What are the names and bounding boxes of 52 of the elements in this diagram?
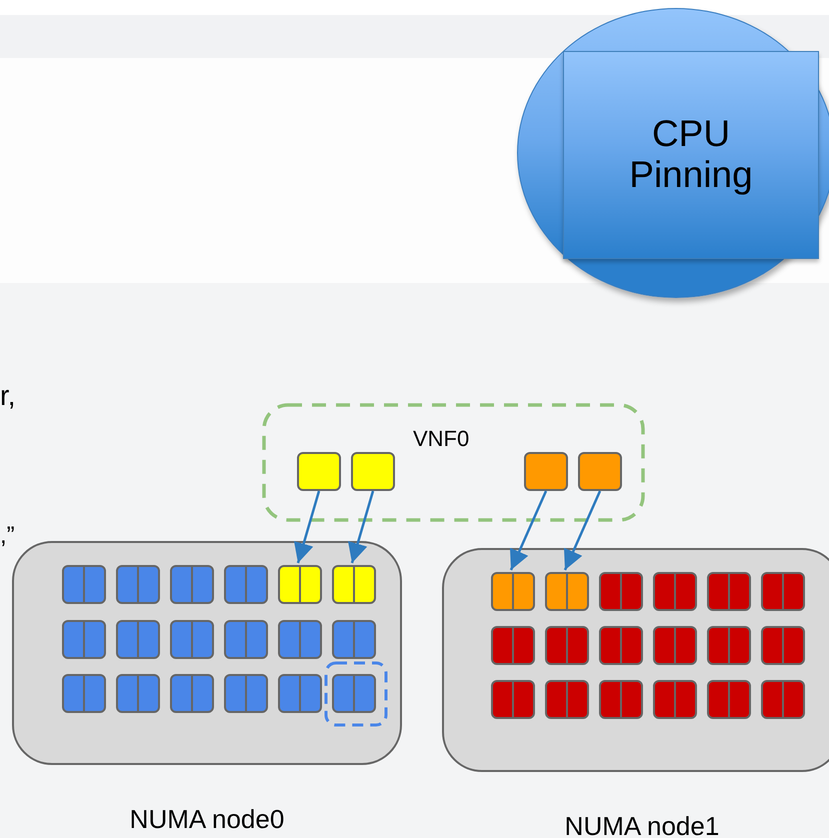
group-label: VNF0 <box>413 426 470 452</box>
cpu-core <box>653 626 697 665</box>
cpu-core <box>491 626 535 665</box>
cpu-core <box>116 565 160 604</box>
cpu-core <box>62 674 106 713</box>
cpu-core <box>545 626 589 665</box>
arrow <box>294 490 320 564</box>
cpu-core <box>599 680 643 719</box>
cpu-core <box>170 674 214 713</box>
cpu-core <box>545 572 589 611</box>
arrow <box>348 490 374 564</box>
cpu-core <box>491 680 535 719</box>
cpu-core <box>332 674 376 713</box>
cpu-core <box>653 572 697 611</box>
square-panel <box>563 51 819 259</box>
cpu-core <box>170 620 214 658</box>
cpu-core <box>278 565 322 604</box>
cpu-core <box>599 572 643 611</box>
dashed-group <box>262 403 645 522</box>
cpu-core <box>707 572 751 611</box>
vcpu-block <box>297 452 341 491</box>
cpu-core <box>62 620 106 658</box>
cpu-core <box>116 620 160 658</box>
text-fragment: ,” <box>0 522 15 550</box>
cpu-core <box>653 680 697 719</box>
arrow <box>564 490 602 570</box>
arrow <box>510 490 548 570</box>
numa-node-label: NUMA node0 <box>128 804 286 835</box>
cpu-core <box>116 674 160 713</box>
cpu-core <box>599 626 643 665</box>
cpu-core <box>332 620 376 658</box>
vcpu-block <box>524 452 568 491</box>
cpu-core <box>707 680 751 719</box>
cpu-core <box>761 572 805 611</box>
cpu-core <box>761 626 805 665</box>
title-text: CPU Pinning <box>628 114 754 196</box>
cpu-core <box>278 674 322 713</box>
cpu-core <box>62 565 106 604</box>
vcpu-block <box>578 452 622 491</box>
cpu-core <box>224 565 268 604</box>
numa-node-label: NUMA node1 <box>564 811 720 838</box>
text-fragment: r, <box>0 380 16 412</box>
cpu-core <box>491 572 535 611</box>
cpu-core <box>224 674 268 713</box>
cpu-core <box>332 565 376 604</box>
cpu-core <box>707 626 751 665</box>
cpu-core <box>224 620 268 658</box>
vcpu-block <box>351 452 395 491</box>
cpu-core <box>170 565 214 604</box>
cpu-core <box>278 620 322 658</box>
cpu-core <box>761 680 805 719</box>
cpu-core <box>545 680 589 719</box>
